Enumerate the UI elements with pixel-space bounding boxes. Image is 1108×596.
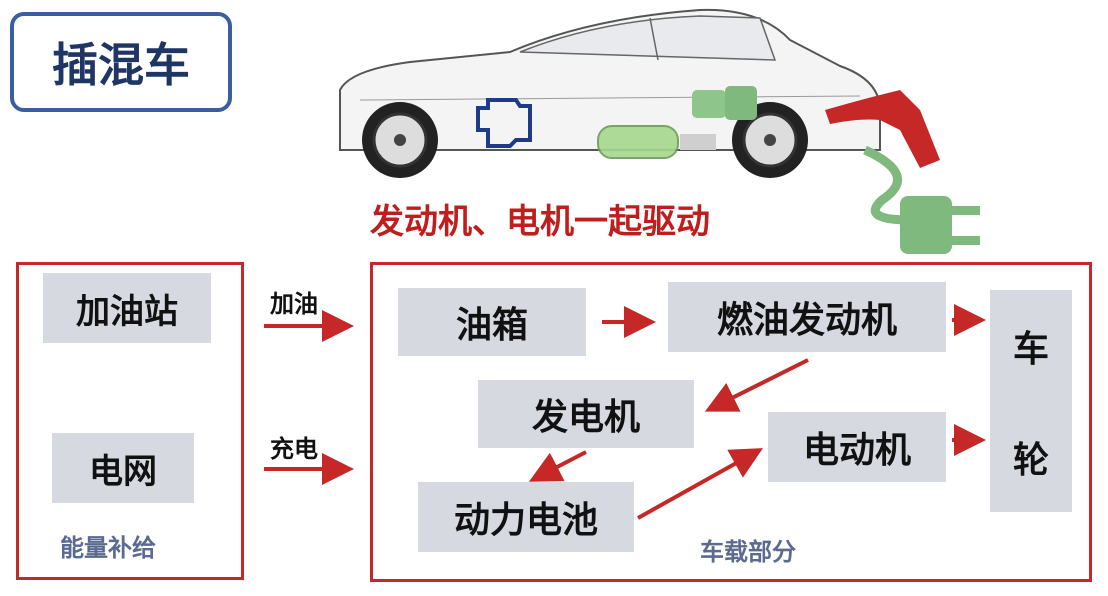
power-grid-box: 电网 — [52, 433, 194, 503]
front-wheel — [362, 102, 438, 178]
energy-supply-frame — [16, 262, 244, 580]
motor-icon — [692, 90, 726, 118]
energy-supply-label: 能量补给 — [60, 534, 156, 562]
battery-cylinder-icon — [597, 125, 679, 159]
diagram-title: 插混车 — [10, 12, 232, 112]
engine-icon — [476, 98, 532, 148]
charging-plug-icon — [900, 196, 952, 254]
battery-to-motor-arrow — [637, 448, 763, 520]
gas-station-box: 加油站 — [43, 273, 211, 343]
onboard-label: 车载部分 — [700, 538, 796, 566]
engine-to-generator-arrow — [704, 358, 809, 412]
generator-box: 发电机 — [478, 380, 694, 448]
charging-cable — [863, 145, 911, 225]
fuel-engine-box: 燃油发动机 — [668, 282, 946, 352]
fuel-nozzle-icon — [825, 90, 940, 168]
drive-caption: 发动机、电机一起驱动 — [370, 202, 710, 242]
power-battery-box: 动力电池 — [418, 482, 634, 552]
car-illustration — [339, 8, 980, 254]
wheels-label-bottom: 轮 — [1012, 439, 1049, 481]
wheels-label-top: 车 — [1012, 328, 1049, 370]
electric-motor-box: 电动机 — [768, 412, 946, 482]
rear-wheel — [732, 102, 808, 178]
charge-label: 充电 — [270, 435, 318, 463]
onboard-frame — [370, 262, 1092, 582]
generator-to-battery-arrow — [528, 450, 587, 482]
wheels-box: 车 轮 — [990, 290, 1072, 512]
refuel-label: 加油 — [270, 290, 318, 318]
fuel-tank-box: 油箱 — [398, 288, 586, 356]
